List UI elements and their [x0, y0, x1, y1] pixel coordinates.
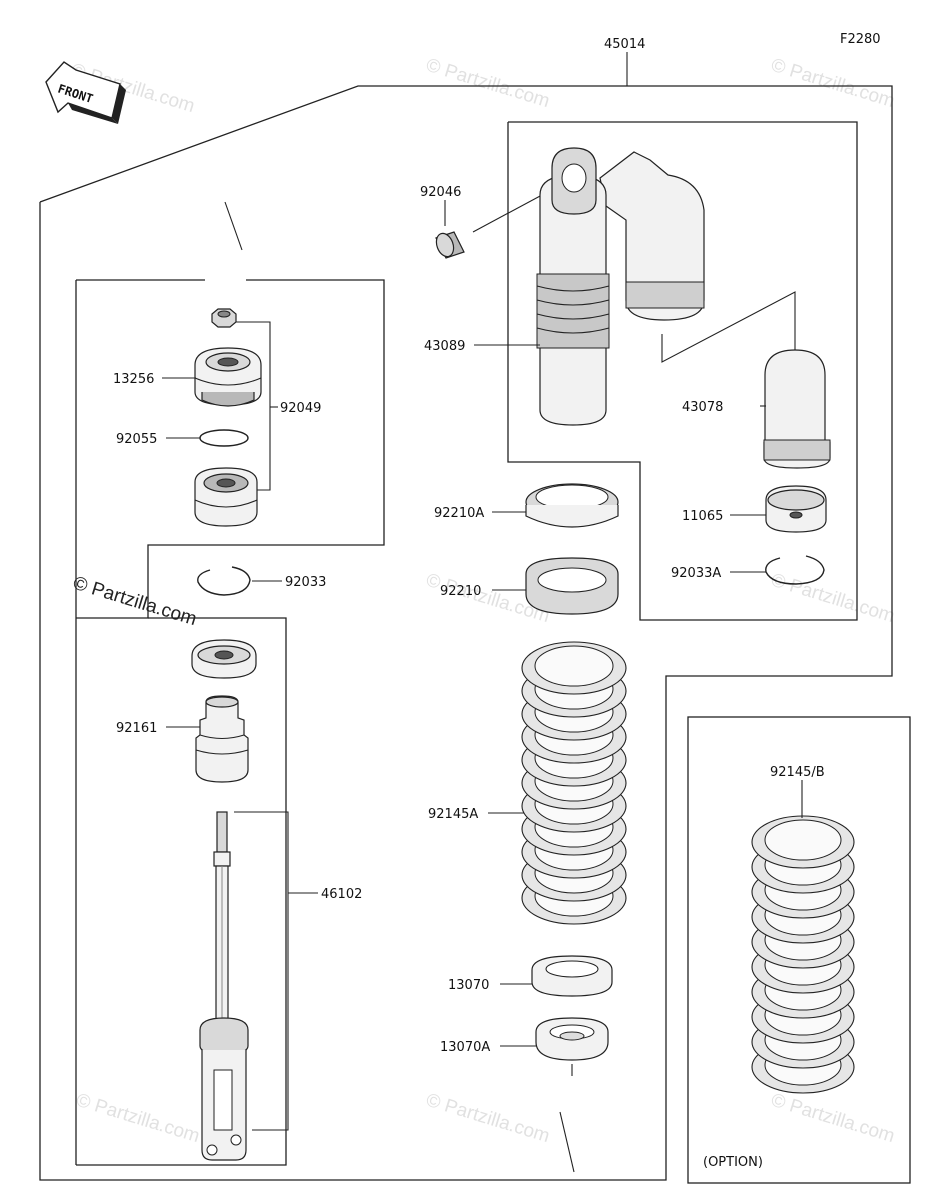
outer-frame [39, 85, 893, 1181]
part-label-92033: 92033 [285, 575, 326, 590]
spring-coil-inner [764, 819, 842, 861]
cap-11065-part [765, 485, 827, 533]
adjuster-ring-92210-part [525, 557, 619, 615]
part-label-45014: 45014 [604, 37, 645, 52]
front-arrow-icon: FRONT [45, 61, 126, 124]
part-label-13070: 13070 [448, 978, 489, 993]
part-label-92161: 92161 [116, 721, 157, 736]
spring-seat-13070A-part [535, 1017, 609, 1061]
upper-bushing-part [194, 347, 262, 407]
bracket-92049 [236, 321, 271, 491]
part-label-92145A: 92145A [428, 807, 478, 822]
main-spring-92145A-part [521, 641, 627, 925]
o-ring-92055 [199, 429, 249, 447]
bracket-46102 [234, 811, 289, 1131]
part-label-13256: 13256 [113, 372, 154, 387]
watermark-text: © Partzilla.com [74, 1090, 203, 1148]
direction-line [224, 201, 243, 251]
watermark-text: © Partzilla.com [769, 570, 898, 628]
part-label-92145B: 92145/B [770, 765, 825, 780]
lower-bushing-part [194, 467, 258, 527]
part-label-11065: 11065 [682, 509, 723, 524]
watermark-text: © Partzilla.com [424, 55, 553, 113]
watermark-text: © Partzilla.com [424, 1090, 553, 1148]
part-label-43078: 43078 [682, 400, 723, 415]
shock-body-frame [507, 121, 858, 621]
spring-coil-inner [534, 645, 614, 687]
part-label-92210: 92210 [440, 584, 481, 599]
option-spring-92145B-part [751, 815, 855, 1094]
part-label-43089: 43089 [424, 339, 465, 354]
option-label: (OPTION) [703, 1155, 763, 1170]
part-label-92049: 92049 [280, 401, 321, 416]
leader-line [661, 291, 796, 363]
ring-92033A [765, 555, 825, 585]
left-frame-lower [76, 617, 287, 1166]
shock-body-part [536, 147, 705, 426]
left-frame-upper [76, 279, 385, 619]
watermark-text: © Partzilla.com [769, 55, 898, 113]
part-label-92046: 92046 [420, 185, 461, 200]
nut-part [211, 308, 237, 328]
part-label-46102: 46102 [321, 887, 362, 902]
circlip-92033 [197, 566, 251, 596]
part-label-92033A: 92033A [671, 566, 721, 581]
seal-cap-part [191, 639, 257, 679]
reservoir-cap-part [763, 349, 831, 469]
watermark-prominent: © Partzilla.com [71, 573, 200, 631]
option-frame [687, 716, 911, 1184]
spring-seat-13070-part [531, 955, 613, 997]
lock-ring-92210A-part [525, 483, 619, 528]
part-label-92210A: 92210A [434, 506, 484, 521]
part-label-92055: 92055 [116, 432, 157, 447]
damper-rod-part [199, 811, 249, 1161]
figure-code: F2280 [840, 32, 881, 47]
part-label-13070A: 13070A [440, 1040, 490, 1055]
watermark-text: © Partzilla.com [769, 1090, 898, 1148]
direction-line [559, 1111, 575, 1173]
needle-bearing-part [435, 231, 465, 259]
bump-stop-part [195, 695, 249, 783]
